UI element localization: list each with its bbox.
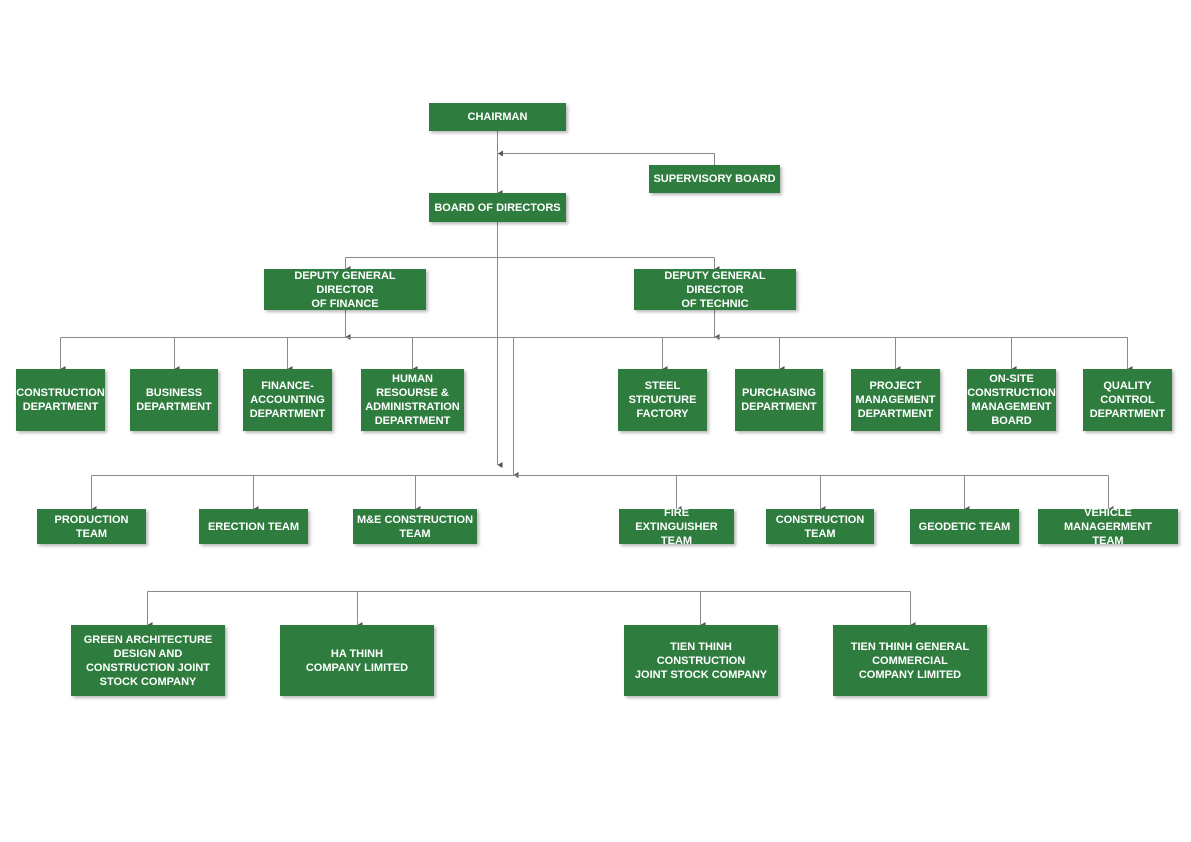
erection-team-box: ERECTION TEAM: [199, 509, 308, 544]
finance-accounting-department-box: FINANCE- ACCOUNTING DEPARTMENT: [243, 369, 332, 431]
construction-team-label: CONSTRUCTION TEAM: [775, 513, 865, 540]
project-management-department-box: PROJECT MANAGEMENT DEPARTMENT: [851, 369, 940, 431]
construction-department-box: CONSTRUCTION DEPARTMENT: [16, 369, 105, 431]
finance-accounting-department-label: FINANCE- ACCOUNTING DEPARTMENT: [249, 380, 326, 420]
line-supervisory: [498, 150, 715, 165]
deputy-technic-label: DEPUTY GENERAL DIRECTOR OF TECHNIC: [664, 269, 766, 310]
board-of-directors-label: BOARD OF DIRECTORS: [434, 201, 561, 214]
board-of-directors-box: BOARD OF DIRECTORS: [429, 193, 566, 222]
me-construction-team-box: M&E CONSTRUCTION TEAM: [353, 509, 477, 544]
geodetic-team-box: GEODETIC TEAM: [910, 509, 1019, 544]
supervisory-board-box: SUPERVISORY BOARD: [649, 165, 780, 193]
business-department-box: BUSINESS DEPARTMENT: [130, 369, 218, 431]
green-architecture-company-box: GREEN ARCHITECTURE DESIGN AND CONSTRUCTI…: [71, 625, 225, 696]
vehicle-management-team-label: VEHICLE MANAGERMENT TEAM: [1064, 506, 1152, 547]
construction-department-label: CONSTRUCTION DEPARTMENT: [16, 387, 105, 413]
hr-admin-department-box: HUMAN RESOURSE & ADMINISTRATION DEPARTME…: [361, 369, 464, 431]
vehicle-management-team-box: VEHICLE MANAGERMENT TEAM: [1038, 507, 1178, 547]
tien-thinh-general-company-box: TIEN THINH GENERAL COMMERCIAL COMPANY LI…: [833, 625, 987, 696]
tien-thinh-construction-company-box: TIEN THINH CONSTRUCTION JOINT STOCK COMP…: [624, 625, 778, 696]
erection-team-label: ERECTION TEAM: [207, 520, 300, 533]
tien-thinh-general-company-label: TIEN THINH GENERAL COMMERCIAL COMPANY LI…: [850, 640, 970, 681]
steel-structure-factory-box: STEEL STRUCTURE FACTORY: [618, 369, 707, 431]
deputy-finance-box: DEPUTY GENERAL DIRECTOR OF FINANCE: [264, 269, 426, 310]
onsite-construction-board-box: ON-SITE CONSTRUCTION MANAGEMENT BOARD: [967, 369, 1056, 431]
chairman-box: CHAIRMAN: [429, 103, 566, 131]
project-management-department-label: PROJECT MANAGEMENT DEPARTMENT: [855, 380, 936, 420]
construction-team-box: CONSTRUCTION TEAM: [766, 509, 874, 544]
chairman-label: CHAIRMAN: [467, 111, 528, 123]
fire-extinguisher-team-label: FIRE EXTINGUISHER TEAM: [635, 506, 718, 547]
purchasing-department-box: PURCHASING DEPARTMENT: [735, 369, 823, 431]
business-department-label: BUSINESS DEPARTMENT: [136, 387, 212, 413]
ha-thinh-company-label: HA THINH COMPANY LIMITED: [305, 647, 409, 674]
production-team-label: PRODUCTION TEAM: [54, 513, 129, 540]
production-team-box: PRODUCTION TEAM: [37, 509, 146, 544]
green-architecture-company-label: GREEN ARCHITECTURE DESIGN AND CONSTRUCTI…: [83, 633, 213, 688]
deputy-finance-label: DEPUTY GENERAL DIRECTOR OF FINANCE: [294, 269, 396, 310]
quality-control-department-box: QUALITY CONTROL DEPARTMENT: [1083, 369, 1172, 431]
purchasing-department-label: PURCHASING DEPARTMENT: [741, 387, 817, 413]
deputy-technic-box: DEPUTY GENERAL DIRECTOR OF TECHNIC: [634, 269, 796, 310]
supervisory-board-label: SUPERVISORY BOARD: [653, 173, 776, 185]
ha-thinh-company-box: HA THINH COMPANY LIMITED: [280, 625, 434, 696]
fire-extinguisher-team-box: FIRE EXTINGUISHER TEAM: [619, 507, 734, 547]
quality-control-department-label: QUALITY CONTROL DEPARTMENT: [1089, 380, 1166, 420]
geodetic-team-label: GEODETIC TEAM: [918, 520, 1011, 533]
tien-thinh-construction-company-label: TIEN THINH CONSTRUCTION JOINT STOCK COMP…: [634, 640, 768, 681]
me-construction-team-label: M&E CONSTRUCTION TEAM: [356, 513, 474, 540]
onsite-construction-board-label: ON-SITE CONSTRUCTION MANAGEMENT BOARD: [967, 373, 1056, 427]
steel-structure-factory-label: STEEL STRUCTURE FACTORY: [628, 380, 697, 420]
hr-admin-department-label: HUMAN RESOURSE & ADMINISTRATION DEPARTME…: [365, 373, 460, 427]
